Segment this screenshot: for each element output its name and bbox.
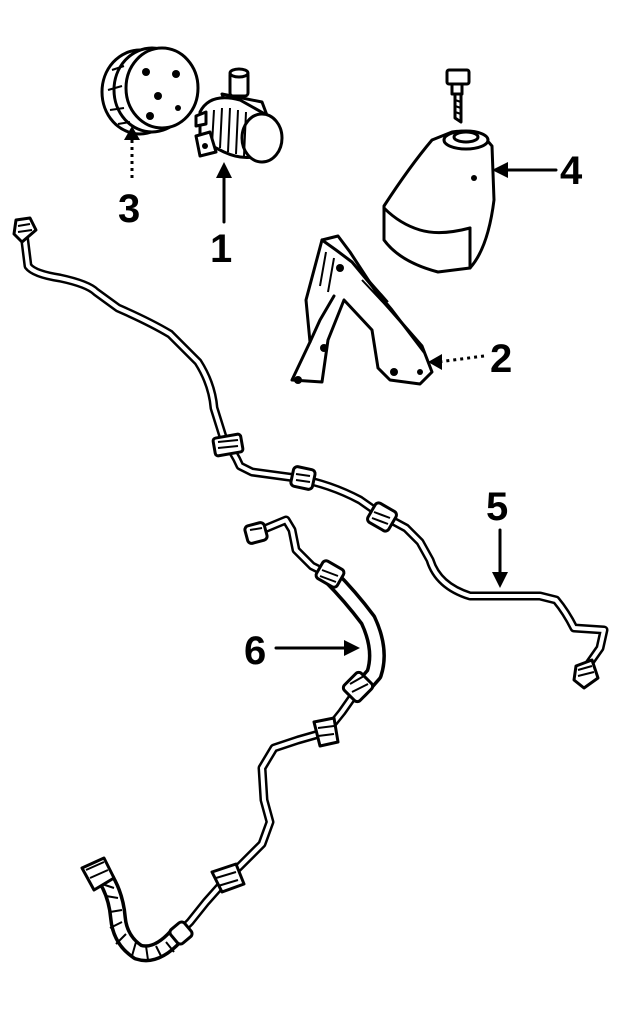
leader-4 (492, 162, 558, 178)
callout-2: 2 (490, 337, 512, 381)
pulley-part-3[interactable] (100, 46, 200, 136)
leader-5 (492, 528, 508, 588)
callout-6: 6 (244, 629, 266, 673)
pump-part-1[interactable] (194, 67, 284, 164)
leader-2 (428, 354, 485, 370)
pressure-line-part-5[interactable] (12, 216, 609, 690)
leader-6 (274, 640, 360, 656)
bracket-part-2[interactable] (290, 234, 434, 386)
callout-3: 3 (118, 187, 140, 231)
callout-5: 5 (486, 485, 508, 529)
leader-3 (124, 126, 140, 178)
leader-1 (216, 162, 232, 224)
callout-1: 1 (210, 227, 232, 271)
reservoir-part-4[interactable] (382, 68, 496, 274)
callout-4: 4 (560, 149, 583, 193)
return-hose-part-6[interactable] (80, 515, 386, 963)
